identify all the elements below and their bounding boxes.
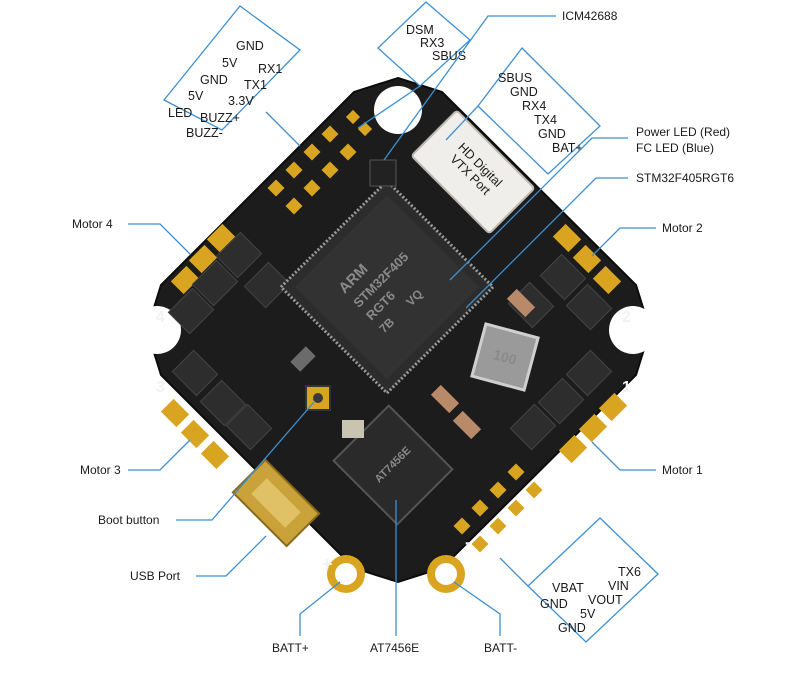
pinout-box-vtx: SBUS GND RX4 TX4 GND BAT+ — [445, 47, 601, 175]
flight-controller-board: ARM STM32F405 RGT6 7B VQ AT7456E 100 — [133, 76, 657, 593]
callout-at7456e: AT7456E — [370, 641, 419, 655]
callout-fc-led: FC LED (Blue) — [636, 141, 714, 155]
pin-bot-gnd-1: GND — [540, 597, 568, 611]
silk-batt-plus: + — [322, 554, 333, 574]
mount-hole-right — [609, 306, 657, 354]
pin-vtx-rx4: RX4 — [522, 99, 546, 113]
pin-vtx-sbus: SBUS — [498, 71, 532, 85]
pin-rx3: RX3 — [420, 36, 444, 50]
pin-vtx-gnd-2: GND — [538, 127, 566, 141]
capacitors — [290, 288, 536, 440]
pin-left-5v-2: 5V — [188, 89, 204, 103]
pin-vtx-bat-plus: BAT+ — [552, 141, 583, 155]
boot-button-cap — [313, 393, 323, 403]
pin-vtx-gnd-1: GND — [510, 85, 538, 99]
pin-left-tx1: TX1 — [244, 78, 267, 92]
pin-bot-vbat: VBAT — [552, 581, 584, 595]
motor-pads-1 — [558, 392, 628, 464]
callout-motor-1: Motor 1 — [662, 463, 703, 477]
pin-left-gnd-1: GND — [236, 39, 264, 53]
pin-sbus: SBUS — [432, 49, 466, 63]
motor-pads-4 — [170, 223, 236, 295]
motor-number-1: 1 — [622, 379, 631, 396]
pin-left-buzz-minus: BUZZ- — [186, 126, 223, 140]
callout-motor-4: Motor 4 — [72, 217, 113, 231]
pin-bot-gnd-2: GND — [558, 621, 586, 635]
pinout-box-bottom: TX6 VBAT VIN GND VOUT 5V GND — [499, 517, 659, 643]
callout-motor-2: Motor 2 — [662, 221, 703, 235]
pin-left-5v-1: 5V — [222, 56, 238, 70]
pin-vtx-tx4: TX4 — [534, 113, 557, 127]
pin-bot-5v: 5V — [580, 607, 596, 621]
uart6-pads — [453, 463, 543, 553]
motor-pads-3 — [160, 398, 230, 470]
pin-dsm: DSM — [406, 23, 434, 37]
pin-left-rx1: RX1 — [258, 62, 282, 76]
motor-number-2: 2 — [622, 309, 631, 326]
inductor: 100 — [470, 322, 540, 392]
callout-usb-port: USB Port — [130, 569, 181, 583]
usb-connector — [231, 458, 321, 548]
motor-number-3: 3 — [156, 379, 165, 396]
mount-hole-top — [374, 86, 422, 134]
callout-motor-3: Motor 3 — [80, 463, 121, 477]
callout-boot-button: Boot button — [98, 513, 159, 527]
callout-power-led: Power LED (Red) — [636, 125, 730, 139]
callout-batt-plus: BATT+ — [272, 641, 309, 655]
uart-pads-left — [267, 109, 373, 215]
pin-bot-vin: VIN — [608, 579, 629, 593]
motor-number-4: 4 — [156, 309, 165, 326]
callout-icm42688: ICM42688 — [562, 9, 618, 23]
hd-vtx-connector: HD Digital VTX Port — [411, 110, 535, 234]
silk-batt-minus: - — [465, 532, 471, 552]
pin-left-buzz-plus: BUZZ+ — [200, 111, 240, 125]
icm42688-chip — [369, 159, 397, 187]
callout-stm32: STM32F405RGT6 — [636, 171, 734, 185]
inductor-marking: 100 — [492, 346, 519, 368]
pin-bot-vout: VOUT — [588, 593, 623, 607]
mount-hole-left — [133, 306, 181, 354]
pinout-box-left: GND 5V RX1 GND TX1 5V 3.3V LED BUZZ+ BUZ… — [162, 5, 301, 147]
pin-left-gnd-2: GND — [200, 73, 228, 87]
callout-batt-minus: BATT- — [484, 641, 517, 655]
pin-left-3v3: 3.3V — [228, 94, 254, 108]
pin-left-led: LED — [168, 106, 192, 120]
pin-bot-tx6: TX6 — [618, 565, 641, 579]
motor-pads-2 — [552, 223, 622, 295]
pinout-box-dsm: DSM RX3 SBUS — [357, 1, 471, 129]
